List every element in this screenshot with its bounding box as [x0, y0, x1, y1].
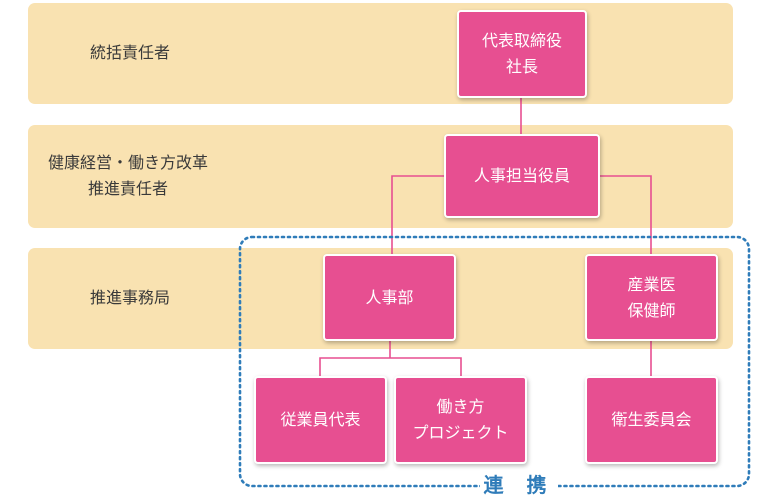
node-occupational-physician: 産業医 保健師: [585, 254, 718, 341]
node-hr-department: 人事部: [323, 254, 456, 341]
connector-hr-dept-children: [319, 357, 462, 376]
node-workstyle-project: 働き方 プロジェクト: [394, 376, 527, 464]
level-label-promotion: 健康経営・働き方改革 推進責任者: [47, 153, 208, 198]
level-label-office: 推進事務局: [89, 288, 170, 307]
level-band-supervisor: [28, 3, 733, 104]
level-label-supervisor: 統括責任者: [89, 43, 170, 62]
connector-hr-officer-hr-dept: [391, 175, 444, 255]
node-hr-officer: 人事担当役員: [444, 134, 600, 218]
node-employee-representative: 従業員代表: [254, 376, 387, 464]
collaboration-label: 連 携: [480, 470, 558, 500]
connector-hr-officer-physician: [598, 175, 652, 255]
node-president: 代表取締役 社長: [457, 10, 587, 98]
node-health-committee: 衛生委員会: [585, 376, 718, 464]
